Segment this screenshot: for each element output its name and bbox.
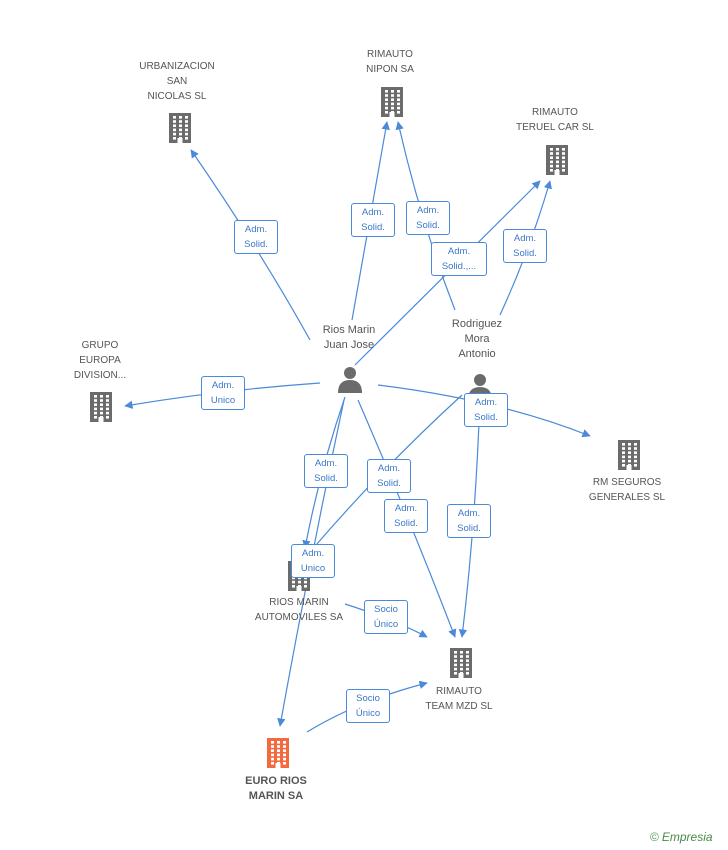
building-icon[interactable] (544, 143, 570, 180)
node-label-grupo-europa[interactable]: GRUPO EUROPA DIVISION... (73, 339, 127, 381)
edge-badge[interactable]: Adm. Solid.,... (431, 242, 487, 276)
edge-badge[interactable]: Adm. Solid. (406, 201, 450, 235)
building-icon[interactable] (167, 111, 193, 148)
node-label-urbanizacion[interactable]: URBANIZACION SAN NICOLAS SL (139, 60, 215, 102)
edge-badge[interactable]: Adm. Solid. (304, 454, 348, 488)
edge-badge[interactable]: Adm. Solid. (367, 459, 411, 493)
node-label-rios-marin[interactable]: Rios Marin Juan Jose (322, 324, 376, 351)
edge-badge[interactable]: Adm. Solid. (351, 203, 395, 237)
edge-badge[interactable]: Adm. Solid. (384, 499, 428, 533)
edge-badge[interactable]: Adm. Solid. (447, 504, 491, 538)
node-label-rimauto-team[interactable]: RIMAUTO TEAM MZD SL (425, 686, 493, 712)
person-icon[interactable] (336, 365, 364, 398)
building-icon[interactable] (379, 85, 405, 122)
copyright-icon: © (650, 830, 659, 844)
brand-name: Empresia (661, 830, 713, 844)
node-label-euro-rios[interactable]: EURO RIOS MARIN SA (245, 775, 307, 802)
building-icon[interactable] (448, 646, 474, 683)
edge-badge[interactable]: Adm. Solid. (503, 229, 547, 263)
node-label-rm-seguros[interactable]: RM SEGUROS GENERALES SL (588, 477, 666, 503)
edge-badge[interactable]: Socio Único (346, 689, 390, 723)
building-icon[interactable] (265, 736, 291, 773)
node-label-rios-marin-auto[interactable]: RIOS MARIN AUTOMOVILES SA (254, 597, 344, 623)
edge-badge[interactable]: Adm. Unico (291, 544, 335, 578)
node-label-rimauto-teruel[interactable]: RIMAUTO TERUEL CAR SL (516, 107, 594, 133)
node-label-rimauto-nipon[interactable]: RIMAUTO NIPON SA (366, 49, 414, 75)
edge-badge[interactable]: Adm. Solid. (234, 220, 278, 254)
building-icon[interactable] (88, 390, 114, 427)
brand-watermark: ©Empresia (650, 830, 713, 844)
edge-badge[interactable]: Adm. Unico (201, 376, 245, 410)
edge-badge[interactable]: Socio Único (364, 600, 408, 634)
node-label-rodriguez[interactable]: Rodriguez Mora Antonio (451, 317, 503, 360)
building-icon[interactable] (616, 438, 642, 475)
edge-badge[interactable]: Adm. Solid. (464, 393, 508, 427)
